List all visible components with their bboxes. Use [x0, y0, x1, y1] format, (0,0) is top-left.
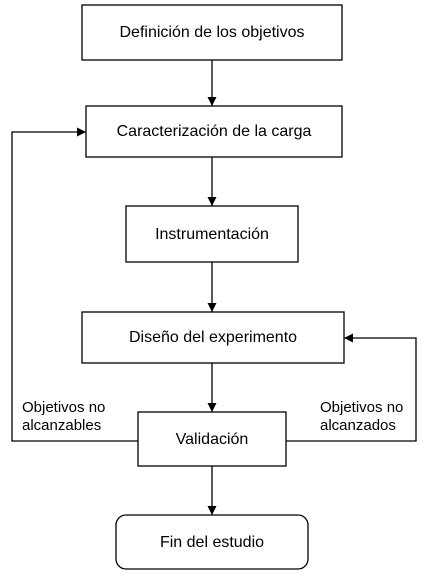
node-objectives-label: Definición de los objetivos	[120, 24, 305, 41]
node-end-label: Fin del estudio	[160, 534, 264, 551]
node-load-label: Caracterización de la carga	[117, 123, 312, 140]
node-validation: Validación	[137, 411, 287, 467]
node-validation-box	[137, 411, 287, 467]
node-design-label: Diseño del experimento	[129, 329, 297, 346]
arrow-feedback-validation-to-load	[11, 127, 138, 442]
arrow-feedback-validation-to-design	[286, 333, 417, 442]
node-end-box	[115, 514, 309, 570]
node-instrumentation-box	[125, 205, 299, 263]
node-objectives-box	[81, 4, 343, 61]
left-feedback-label-line2: alcanzables	[22, 417, 101, 434]
left-feedback-label: Objetivos no alcanzables	[22, 399, 105, 434]
node-design-box	[81, 311, 345, 364]
edges	[11, 60, 417, 515]
left-feedback-label-line1: Objetivos no	[22, 399, 105, 416]
node-objectives: Definición de los objetivos	[81, 4, 343, 61]
node-load-box	[85, 105, 343, 158]
node-end: Fin del estudio	[115, 514, 309, 570]
node-validation-label: Validación	[176, 431, 249, 448]
node-load: Caracterización de la carga	[85, 105, 343, 158]
node-instrumentation-label: Instrumentación	[155, 226, 269, 243]
node-instrumentation: Instrumentación	[125, 205, 299, 263]
node-design: Diseño del experimento	[81, 311, 345, 364]
right-feedback-label-line1: Objetivos no	[320, 399, 403, 416]
right-feedback-label-line2: alcanzados	[320, 417, 396, 434]
right-feedback-label: Objetivos no alcanzados	[320, 399, 403, 434]
